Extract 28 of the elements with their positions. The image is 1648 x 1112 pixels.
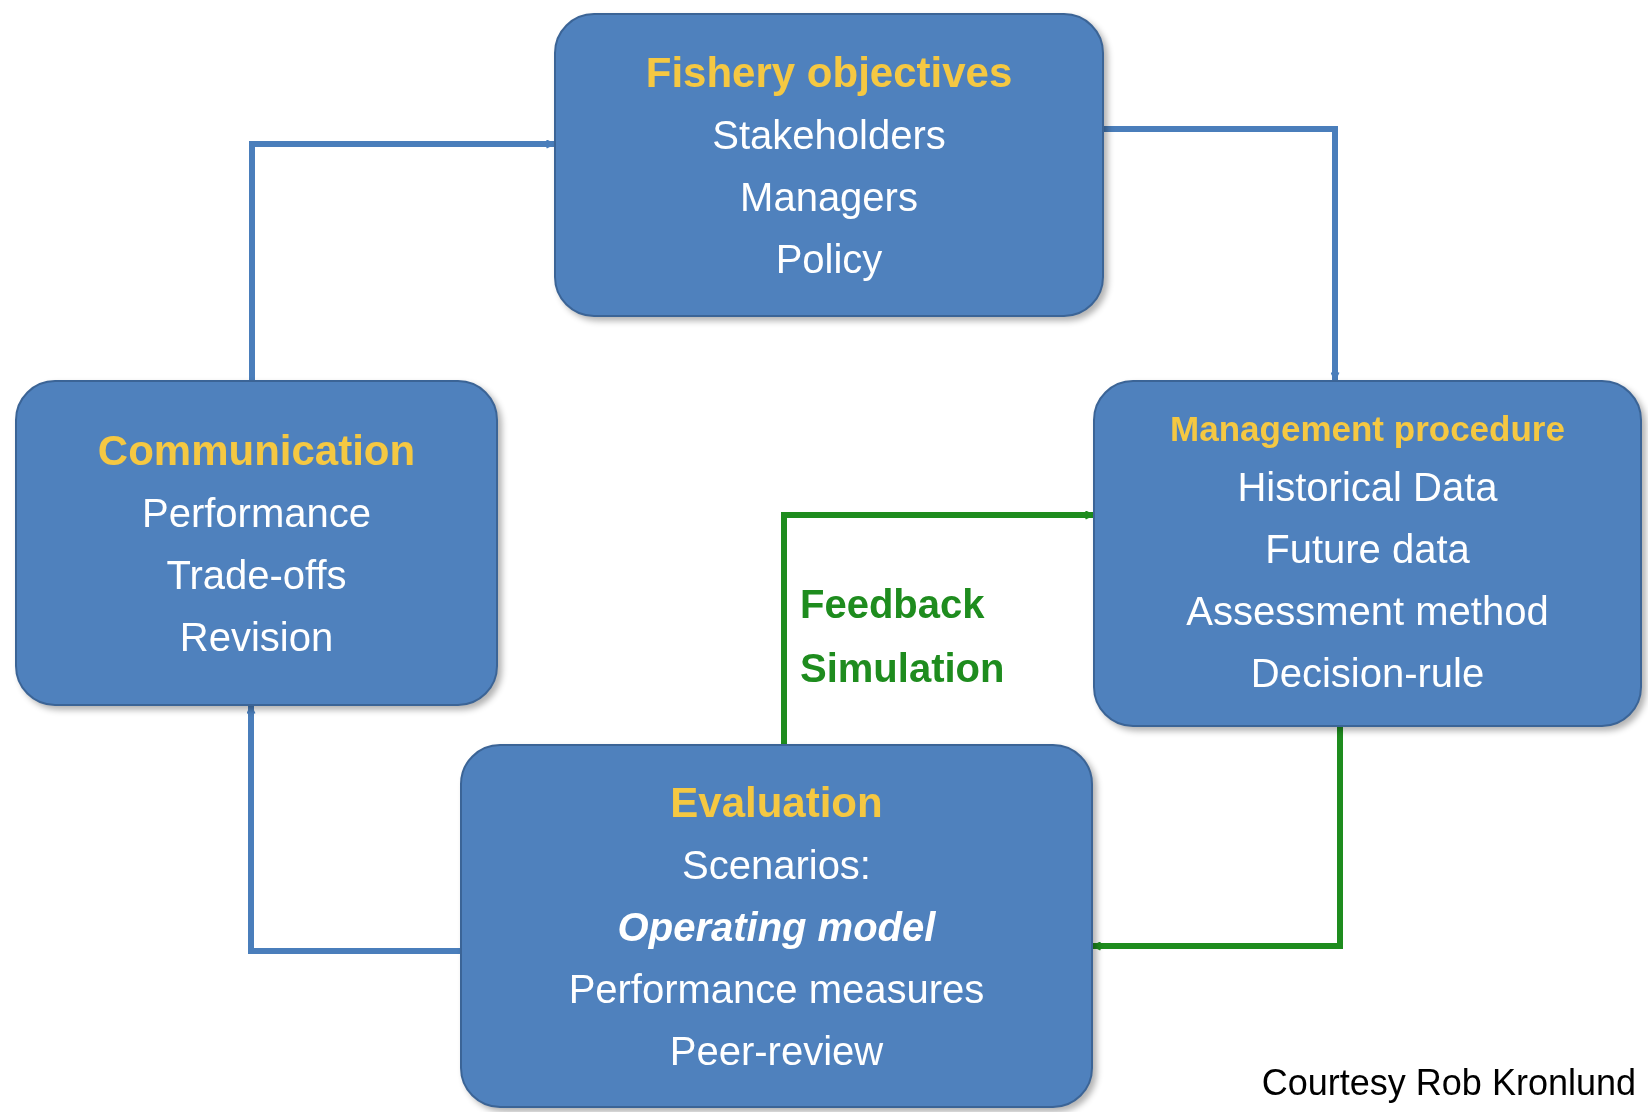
box-text: Trade-offs — [166, 551, 347, 599]
box-heading: Communication — [97, 425, 416, 476]
box-heading: Evaluation — [670, 777, 883, 828]
process-box — [15, 380, 498, 706]
box-text: Assessment method — [1186, 587, 1549, 635]
arrow — [249, 139, 555, 380]
process-box — [1093, 380, 1642, 727]
box-text: Managers — [740, 173, 918, 221]
box-heading: Fishery objectives — [645, 47, 1013, 98]
box-text: Scenarios: — [682, 841, 871, 889]
box-heading: Management procedure — [1170, 408, 1565, 451]
box-text: Historical Data — [1237, 463, 1498, 511]
box-text: Stakeholders — [712, 111, 946, 159]
box-text: Performance measures — [568, 965, 985, 1013]
process-box — [460, 744, 1093, 1108]
process-box — [554, 13, 1104, 317]
arrow — [246, 705, 460, 954]
box-text: Operating model — [617, 903, 936, 951]
box-text: Decision-rule — [1250, 649, 1485, 697]
arrow — [1104, 126, 1340, 381]
box-text: Peer-review — [669, 1027, 884, 1075]
caption: Courtesy Rob Kronlund — [1261, 1061, 1636, 1105]
arrow — [1092, 727, 1343, 951]
box-text: Performance — [142, 489, 371, 537]
box-text: Revision — [179, 613, 334, 661]
arrow — [781, 510, 1094, 744]
box-text: Future data — [1265, 525, 1470, 573]
box-text: Policy — [775, 235, 883, 283]
